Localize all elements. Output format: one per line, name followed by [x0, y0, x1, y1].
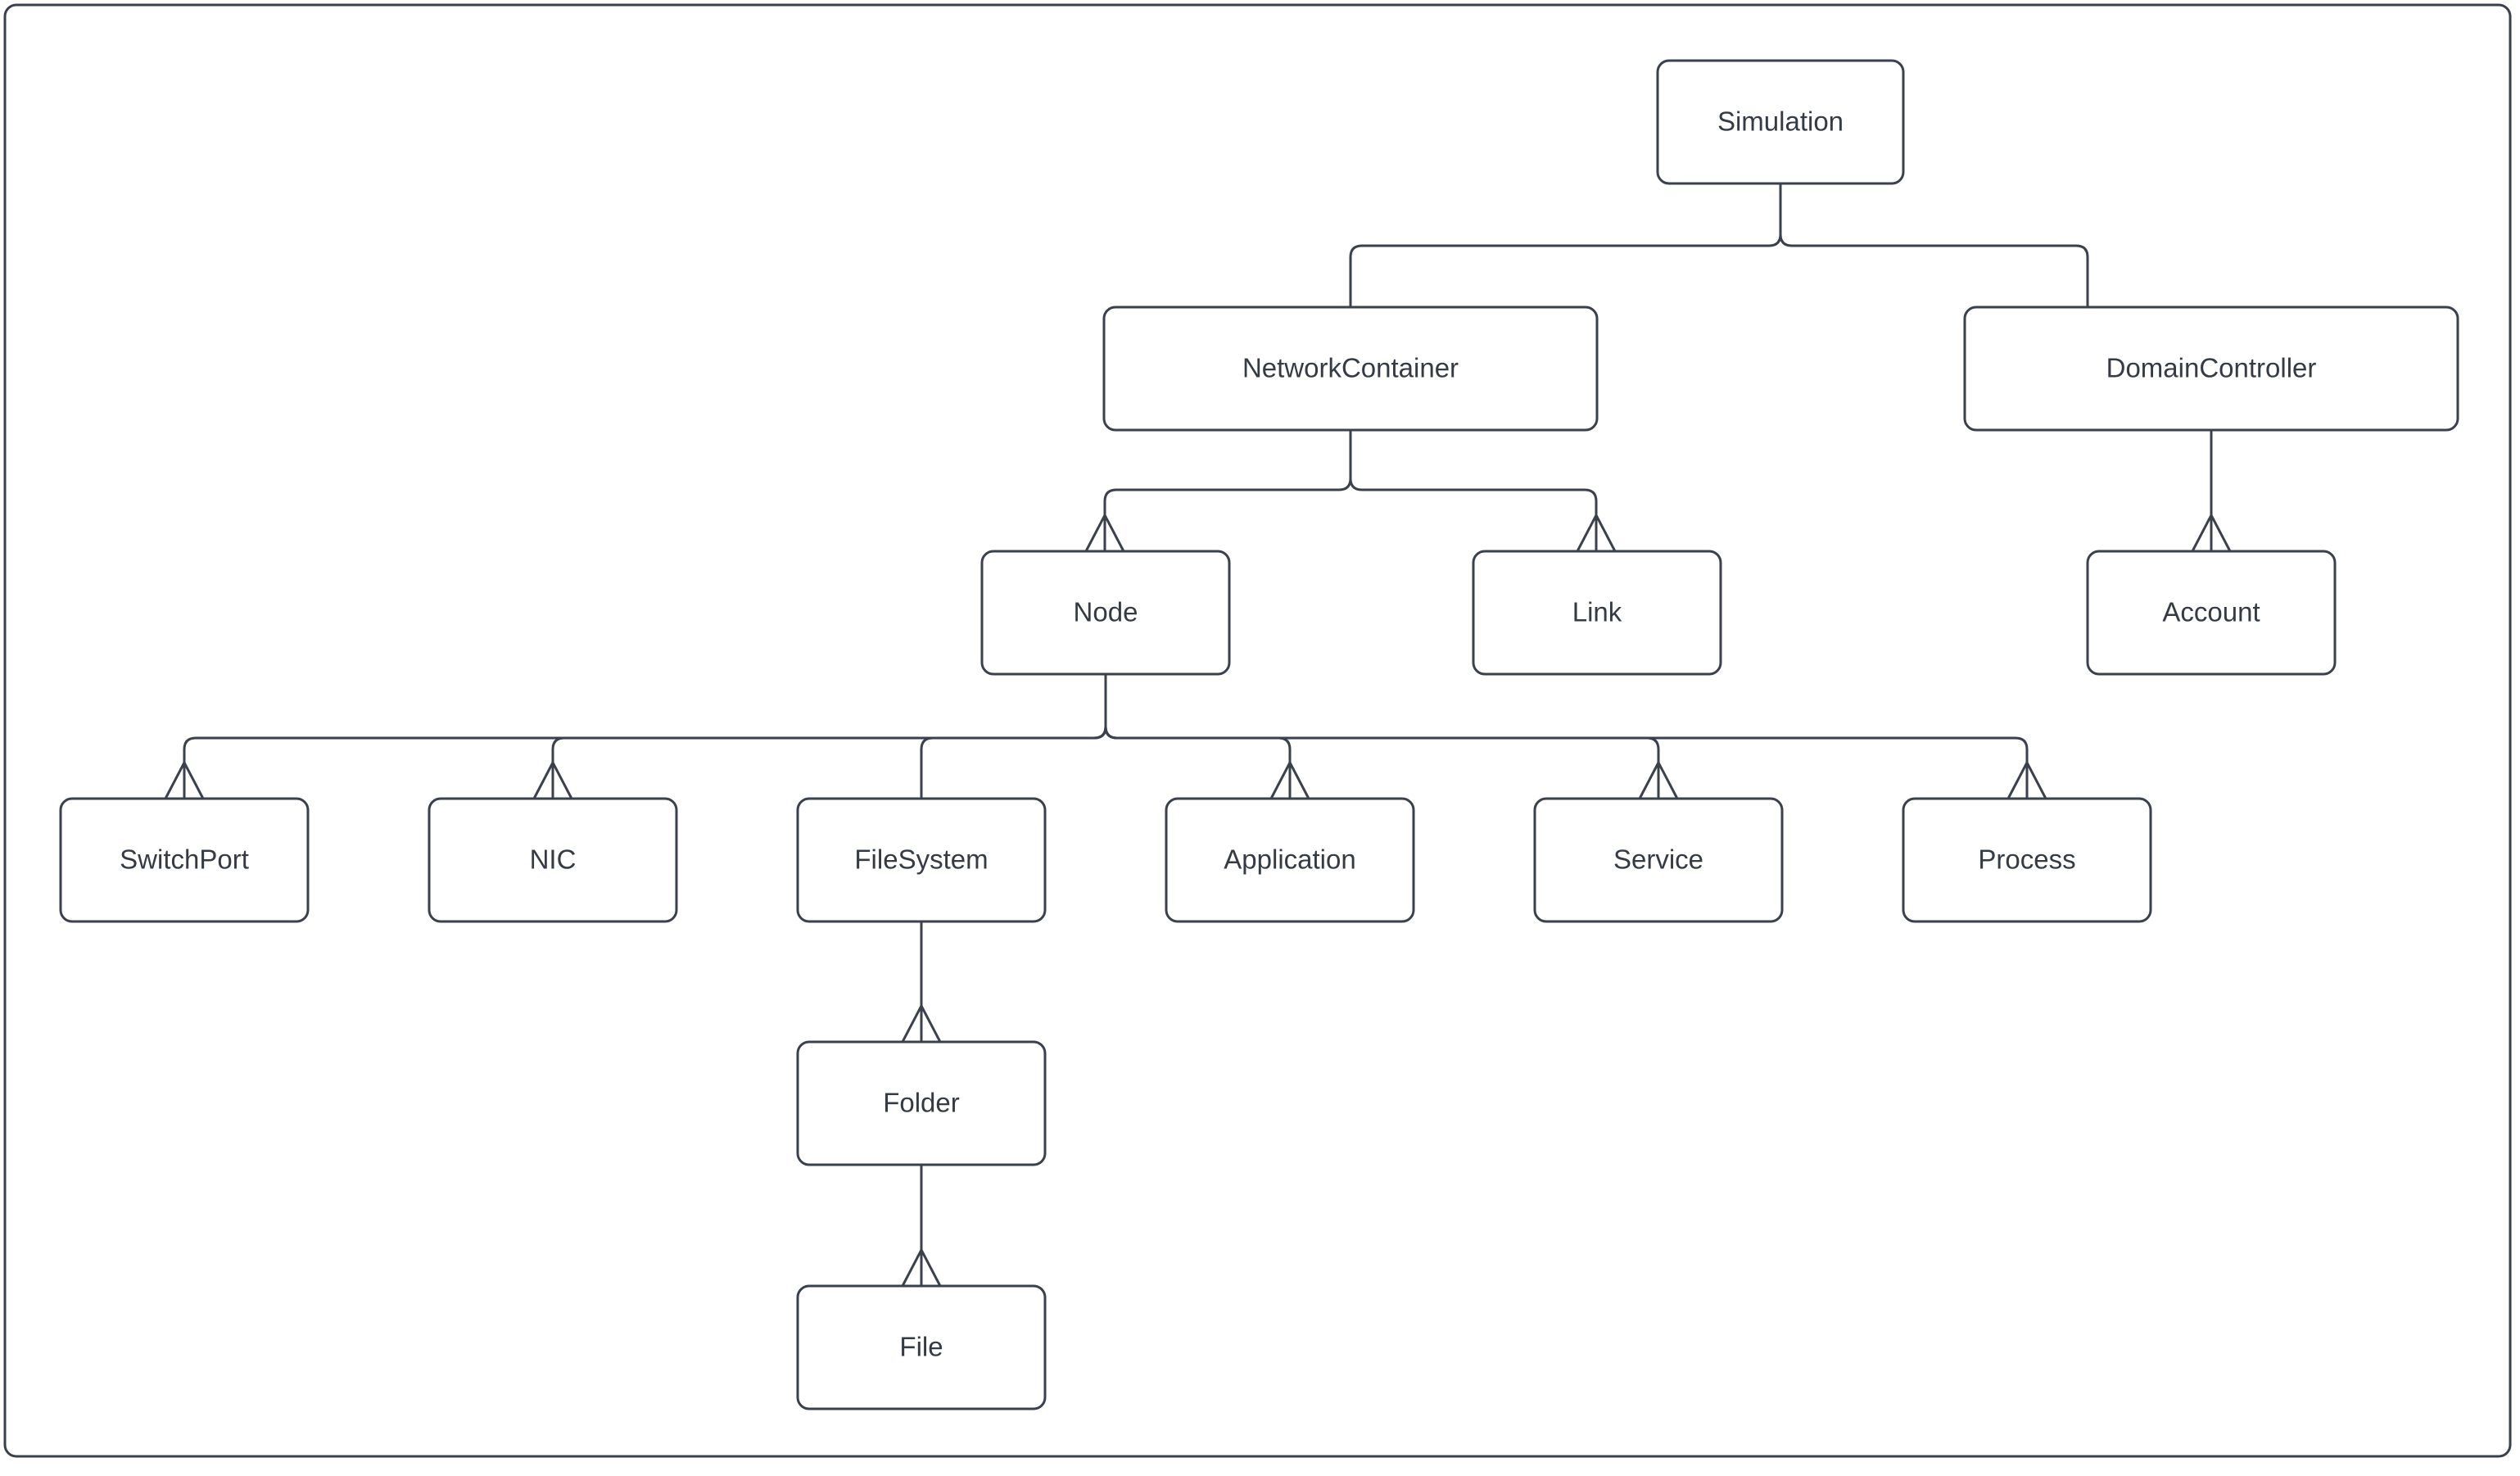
class-node-box[interactable]	[59, 797, 310, 923]
class-node-box[interactable]	[980, 550, 1231, 676]
class-node-label: NIC	[530, 844, 577, 875]
class-node-box[interactable]	[1165, 797, 1415, 923]
class-node-process[interactable]: Process	[1902, 797, 2152, 923]
generalization-arrowhead	[1638, 759, 1679, 799]
class-node-box[interactable]	[1902, 797, 2152, 923]
class-node-box[interactable]	[796, 1284, 1047, 1410]
class-node-box[interactable]	[796, 1040, 1047, 1166]
class-node-account[interactable]: Account	[2086, 550, 2337, 676]
class-node-box[interactable]	[796, 797, 1047, 923]
class-node-file[interactable]: File	[796, 1284, 1047, 1410]
class-node-label: Node	[1074, 597, 1138, 627]
class-node-label: SwitchPort	[120, 844, 249, 875]
class-node-domain_controller[interactable]: DomainController	[1963, 306, 2459, 432]
class-node-label: Application	[1224, 844, 1355, 875]
class-node-service[interactable]: Service	[1533, 797, 1784, 923]
class-node-network_container[interactable]: NetworkContainer	[1102, 306, 1599, 432]
generalization-arrowhead	[164, 759, 205, 799]
edge-node-to-process	[1104, 674, 2047, 799]
class-node-label: Folder	[883, 1088, 960, 1118]
class-node-box[interactable]	[1472, 550, 1722, 676]
class-node-label: Service	[1613, 844, 1703, 875]
class-node-switchport[interactable]: SwitchPort	[59, 797, 310, 923]
class-node-nic[interactable]: NIC	[428, 797, 678, 923]
class-node-label: FileSystem	[854, 844, 988, 875]
class-node-label: Simulation	[1717, 106, 1844, 137]
canvas-frame-border	[3, 3, 2512, 1458]
generalization-arrowhead	[901, 1003, 942, 1043]
class-node-simulation[interactable]: Simulation	[1656, 59, 1905, 185]
edge-network_container-to-link	[1349, 430, 1617, 552]
class-node-filesystem[interactable]: FileSystem	[796, 797, 1047, 923]
class-node-label: Link	[1572, 597, 1622, 627]
class-node-box[interactable]	[428, 797, 678, 923]
class-node-box[interactable]	[1102, 306, 1599, 432]
class-node-application[interactable]: Application	[1165, 797, 1415, 923]
class-node-folder[interactable]: Folder	[796, 1040, 1047, 1166]
class-node-box[interactable]	[1533, 797, 1784, 923]
class-node-node[interactable]: Node	[980, 550, 1231, 676]
class-node-label: File	[899, 1332, 943, 1362]
generalization-arrowhead	[1269, 759, 1310, 799]
edge-simulation-to-domain_controller	[1779, 183, 2089, 307]
generalization-arrowhead	[901, 1247, 942, 1287]
edge-folder-to-file	[901, 1165, 942, 1287]
generalization-arrowhead	[532, 759, 573, 799]
class-node-label: Account	[2162, 597, 2260, 627]
class-node-box[interactable]	[2086, 550, 2337, 676]
generalization-arrowhead	[2191, 512, 2232, 552]
generalization-arrowhead	[2006, 759, 2047, 799]
generalization-arrowhead	[1576, 512, 1617, 552]
class-node-box[interactable]	[1656, 59, 1905, 185]
class-node-link[interactable]: Link	[1472, 550, 1722, 676]
class-node-label: Process	[1978, 844, 2075, 875]
edge-domain_controller-to-account	[2191, 430, 2232, 552]
class-node-box[interactable]	[1963, 306, 2459, 432]
class-node-label: NetworkContainer	[1242, 353, 1459, 383]
edge-layer	[164, 183, 2232, 1287]
edge-filesystem-to-folder	[901, 921, 942, 1043]
class-node-label: DomainController	[2106, 353, 2317, 383]
generalization-arrowhead	[1084, 512, 1125, 552]
